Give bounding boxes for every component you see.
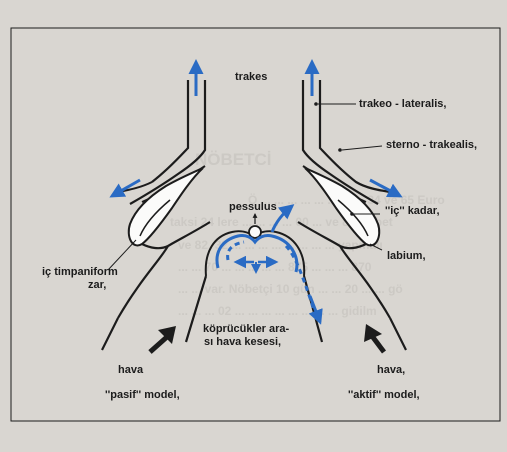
label-hava-right: hava,: [377, 364, 405, 376]
label-trakeo-lateralis: trakeo - lateralis,: [359, 98, 446, 110]
muscle-dot: [338, 148, 342, 152]
label-ic-kadar: ''iç'' kadar,: [385, 205, 440, 217]
label-kopruckler-1: köprücükler ara-: [203, 323, 289, 335]
label-sterno-trakealis: sterno - trakealis,: [386, 139, 477, 151]
label-ic-timpaniform: iç timpaniform: [42, 266, 118, 278]
label-trakes: trakes: [235, 71, 267, 83]
label-zar: zar,: [88, 279, 106, 291]
leader-sterno-trakealis: [342, 146, 382, 150]
left-bronchus-lower: [102, 318, 118, 350]
label-pessulus: pessulus: [229, 201, 277, 213]
muscle-dot: [314, 102, 318, 106]
right-bronchus-lower: [390, 318, 406, 350]
label-kopruckler-2: sı hava kesesi,: [204, 336, 281, 348]
label-pasif-model: ''pasif'' model,: [105, 389, 180, 401]
figure-frame: [11, 28, 500, 421]
hava-arrow-right: [372, 336, 384, 352]
pessulus-circle: [249, 226, 261, 238]
left-tube-outer-wall: [152, 80, 188, 182]
muscle-dot: [350, 212, 354, 216]
leader-labium: [370, 244, 382, 250]
label-hava-left: hava: [118, 364, 143, 376]
hava-arrow-left: [150, 336, 168, 352]
label-aktif-model: ''aktif'' model,: [348, 389, 420, 401]
label-labium: labium,: [387, 250, 426, 262]
